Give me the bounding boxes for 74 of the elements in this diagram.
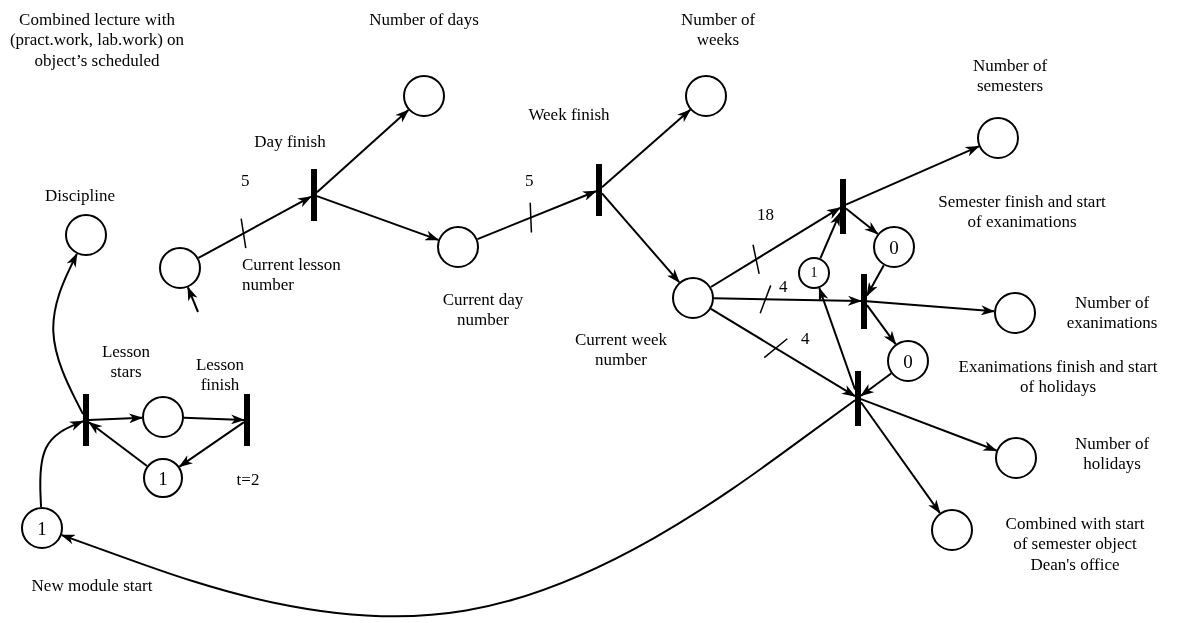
arc-arrow (601, 108, 692, 189)
transition-bar (840, 178, 846, 234)
place-circle (672, 277, 714, 319)
arc-arrow (845, 207, 879, 235)
arc-arrow (713, 295, 862, 306)
arc-arrow (866, 264, 885, 297)
place-label: Number of semesters (971, 56, 1049, 97)
arc-arrow (197, 195, 312, 259)
place-label: Lesson finish (194, 355, 246, 396)
arc-arrow (316, 109, 410, 194)
transition-bar (596, 164, 602, 216)
place-circle: 1 (798, 257, 830, 289)
arc-weight: 4 (778, 278, 789, 295)
place-label: Current day number (441, 290, 525, 331)
place-label: Lesson stars (100, 342, 152, 383)
place-circle (994, 292, 1036, 334)
place-circle (931, 509, 973, 551)
arc-arrow (476, 190, 597, 241)
arc-arrow (186, 286, 199, 313)
place-circle (995, 437, 1037, 479)
arc-arrow (60, 399, 856, 618)
place-label: Current lesson number (242, 255, 342, 296)
arc-weight: 5 (524, 172, 535, 189)
arc-arrow (52, 252, 84, 416)
place-label: Day finish (253, 132, 327, 153)
arc-arrow (88, 413, 143, 424)
arc-arrow (709, 307, 856, 398)
place-circle (159, 247, 201, 289)
place-label: Current week number (573, 330, 669, 371)
place-circle (977, 117, 1019, 159)
transition-bar (861, 273, 867, 329)
arc-arrow (88, 421, 149, 467)
place-circle: 1 (21, 507, 63, 549)
arc-arrow (860, 398, 998, 452)
arc-arrow (709, 206, 841, 288)
place-label: Discipline (44, 186, 116, 207)
note-text: Combined lecture with (pract.work, lab.work) on object’s scheduled (8, 10, 186, 72)
place-label: Number of days (368, 10, 480, 31)
arc-arrow (39, 420, 84, 508)
transition-bar (311, 169, 317, 221)
place-circle (142, 396, 184, 438)
place-circle: 0 (887, 340, 929, 382)
arc-arrow (866, 300, 996, 316)
place-label: t=2 (235, 470, 261, 491)
arc-arrow (819, 211, 841, 260)
place-label: Week finish (527, 105, 611, 126)
place-label: Exanimations finish and start of holidays (957, 357, 1159, 398)
place-circle (65, 214, 107, 256)
arc-arrow (178, 421, 245, 468)
arc-arrow (860, 401, 941, 514)
arc-arrow (183, 414, 245, 425)
arc-weight: 5 (240, 172, 251, 189)
place-label: Number of weeks (679, 10, 757, 51)
place-label: Number of holidays (1073, 434, 1151, 475)
place-circle (403, 75, 445, 117)
place-circle: 1 (143, 458, 183, 498)
place-label: New module start (30, 576, 154, 597)
transition-bar (855, 370, 861, 426)
arc-arrow (601, 192, 681, 284)
arc-arrow (818, 287, 856, 391)
place-label: Combined with start of semester object Dean's office (1004, 514, 1146, 576)
arc-arrow (845, 145, 980, 206)
arc-arrow (316, 195, 440, 241)
arc-weight: 4 (800, 330, 811, 347)
transition-bar (244, 394, 250, 446)
place-label: Number of exanimations (1065, 293, 1159, 334)
transition-bar (83, 394, 89, 446)
place-circle: 0 (873, 226, 915, 268)
arc-arrow (860, 372, 893, 397)
arc-weight: 18 (756, 206, 775, 223)
place-label: Semester finish and start of exanimations (937, 192, 1107, 233)
arc-arrow (866, 304, 897, 346)
place-circle (437, 226, 479, 268)
place-circle (685, 75, 727, 117)
